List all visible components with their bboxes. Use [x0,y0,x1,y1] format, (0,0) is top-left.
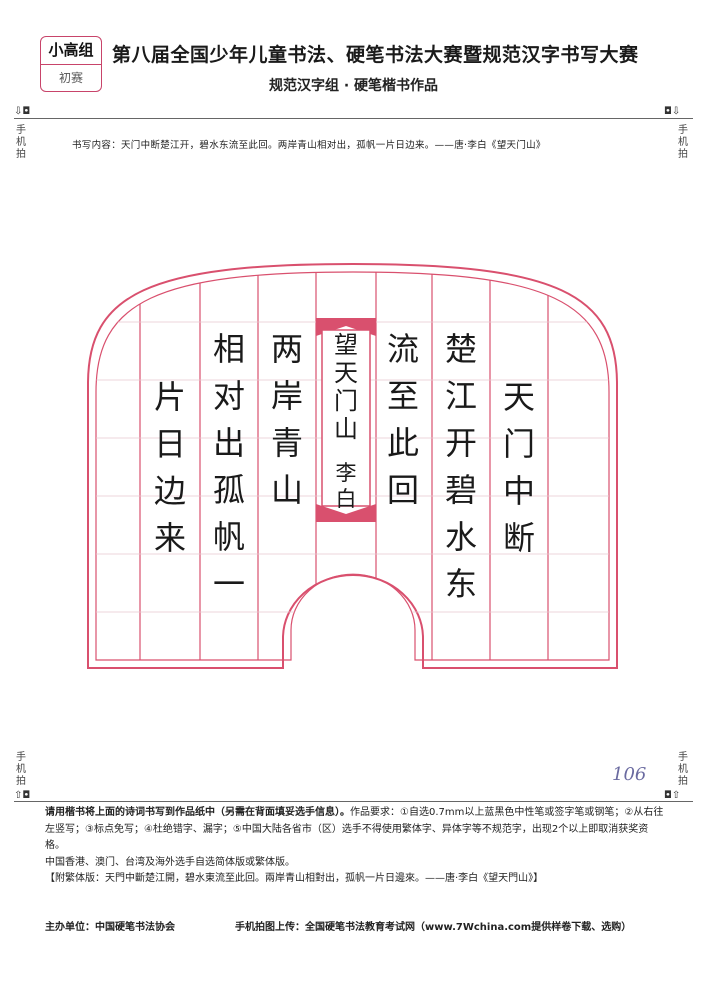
phone-photo-label-bl: 手机拍 [16,752,26,787]
camera-icon: ◘ [22,106,31,117]
calligraphy-char: 中 [503,472,535,510]
camera-icon: ◘ [664,790,672,801]
camera-marker-tl: ⇩◘ [14,106,30,117]
requirements: 请用楷书将上面的诗词书写到作品纸中（另需在背面填妥选手信息）。作品要求：①自选0… [45,805,665,888]
poem-title-char: 门 [334,387,358,415]
requirements-overseas: 中国香港、澳门、台湾及海外选手自选简体版或繁体版。 [45,856,295,868]
calligraphy-char: 一 [213,565,245,603]
camera-icon: ◘ [22,790,31,801]
camera-marker-bl: ⇧◘ [14,790,30,801]
banner-top-ribbon [316,318,376,336]
calligraphy-char: 回 [387,471,419,509]
poem-title-char: 山 [334,415,358,443]
banner-bottom-ribbon [316,504,376,522]
calligraphy-char: 至 [387,377,419,415]
writing-content: 书写内容：天门中断楚江开，碧水东流至此回。两岸青山相对出，孤帆一片日边来。——唐… [72,140,546,151]
calligraphy-char: 帆 [213,518,245,556]
arrow-down-icon: ⇩ [671,106,681,117]
arch-inner-border [95,271,610,661]
calligraphy-char: 山 [271,471,303,509]
calligraphy-char: 门 [503,425,535,463]
calligraphy-char: 开 [445,424,477,462]
calligraphy-char: 对 [213,377,245,415]
calligraphy-char: 碧 [445,471,477,509]
camera-icon: ◘ [664,106,672,117]
title-banner [316,318,376,522]
calligraphy-char: 边 [154,472,186,510]
calligraphy-char: 来 [154,519,186,557]
calligraphy-char: 水 [445,518,477,556]
top-rule [14,118,693,119]
banner-panel [321,329,371,507]
author-char: 李 [336,461,357,485]
bottom-rule [14,801,693,802]
author-char: 白 [336,487,357,511]
camera-marker-br: ◘⇧ [664,790,680,801]
calligraphy-char: 出 [213,424,245,462]
requirements-traditional: 【附繁体版：天門中斷楚江開，碧水東流至此回。兩岸青山相對出，孤帆一片日邊來。——… [45,873,544,884]
phone-photo-label-tl: 手机拍 [16,125,26,160]
upload-info: 手机拍图上传：全国硬笔书法教育考试网（www.7Wchina.com提供样卷下载… [235,922,632,933]
calligraphy-char: 此 [387,424,419,462]
calligraphy-char: 片 [154,378,186,416]
arrow-down-icon: ⇩ [14,106,23,117]
arch-frame [87,262,618,669]
calligraphy-char: 相 [213,330,245,368]
stage-label: 初赛 [58,71,83,85]
calligraphy-char: 流 [387,330,419,368]
calligraphy-char: 两 [271,330,303,368]
poem-title-char: 望 [334,331,358,359]
poem-title-char: 天 [334,359,358,387]
calligraphy-char: 青 [271,424,303,462]
calligraphy-char: 断 [503,519,535,557]
calligraphy-char: 孤 [213,471,245,509]
phone-photo-label-tr: 手机拍 [678,125,688,160]
phone-photo-label-br: 手机拍 [678,752,688,787]
page-subtitle: 规范汉字组 · 硬笔楷书作品 [268,78,439,94]
organizer: 主办单位：中国硬笔书法协会 [45,922,175,933]
requirements-lead: 请用楷书将上面的诗词书写到作品纸中（另需在背面填妥选手信息）。 [45,807,350,818]
calligraphy-char: 江 [445,377,477,415]
score-number: 106 [612,764,647,785]
calligraphy-char: 东 [445,565,477,603]
group-label: 小高组 [41,37,101,65]
arrow-up-icon: ⇧ [14,790,23,801]
arrow-up-icon: ⇧ [671,790,681,801]
requirements-body: 作品要求：①自选0.7mm以上蓝黑色中性笔或签字笔或钢笔；②从右往左竖写；③标点… [45,807,664,851]
page-title: 第八届全国少年儿童书法、硬笔书法大赛暨规范汉字书写大赛 [112,44,639,66]
calligraphy-char: 日 [154,425,186,463]
calligraphy-char: 岸 [271,377,303,415]
calligraphy-char: 天 [503,378,535,416]
calligraphy-char: 楚 [445,330,477,368]
camera-marker-tr: ◘⇩ [664,106,680,117]
group-badge: 小高组 初赛 [40,36,102,92]
